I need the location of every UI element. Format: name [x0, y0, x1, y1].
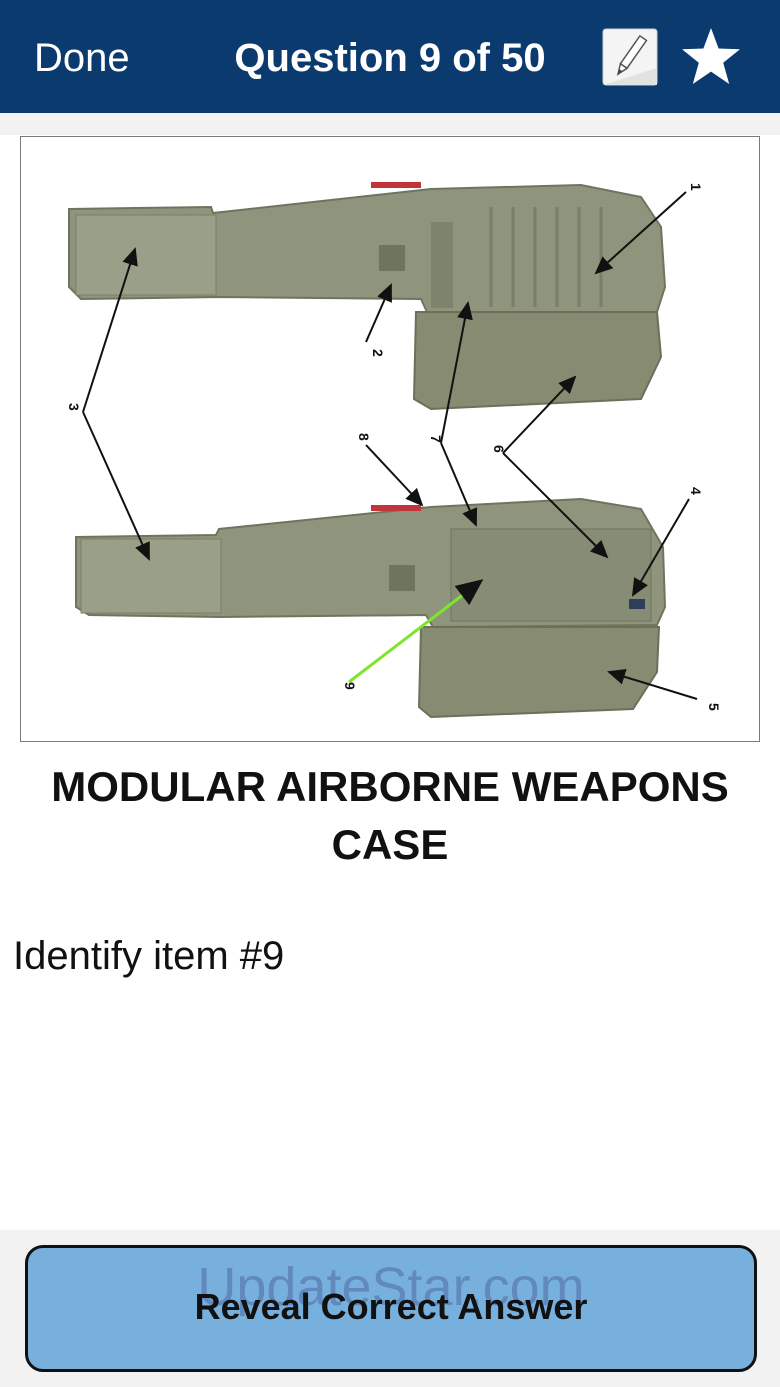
callout-6: 6	[491, 445, 507, 453]
star-icon[interactable]	[680, 26, 742, 88]
callout-3: 3	[66, 403, 82, 411]
question-counter-title: Question 9 of 50	[234, 36, 546, 80]
callout-5: 5	[706, 703, 722, 711]
callout-8: 8	[356, 433, 372, 441]
callout-7: 7	[428, 435, 444, 443]
callout-1: 1	[688, 183, 704, 191]
upper-case-illustration	[68, 182, 667, 411]
callout-2: 2	[370, 349, 386, 357]
navigation-bar: Done Question 9 of 50	[0, 0, 780, 113]
lower-case-illustration	[75, 497, 667, 719]
weapons-case-diagram: 1 2 3 4 5 6 7 8 9	[20, 136, 760, 742]
reveal-answer-label: Reveal Correct Answer	[194, 1286, 588, 1327]
callout-9: 9	[342, 682, 358, 690]
done-button[interactable]: Done	[34, 36, 130, 80]
top-spacer-band	[0, 113, 780, 135]
callout-4: 4	[688, 487, 704, 495]
question-text: Identify item #9	[13, 934, 285, 978]
reveal-answer-button[interactable]: UpdateStar.com Reveal Correct Answer	[25, 1245, 757, 1372]
pencil-note-icon[interactable]	[602, 28, 658, 86]
diagram-title: MODULAR AIRBORNE WEAPONS CASE	[51, 763, 729, 868]
